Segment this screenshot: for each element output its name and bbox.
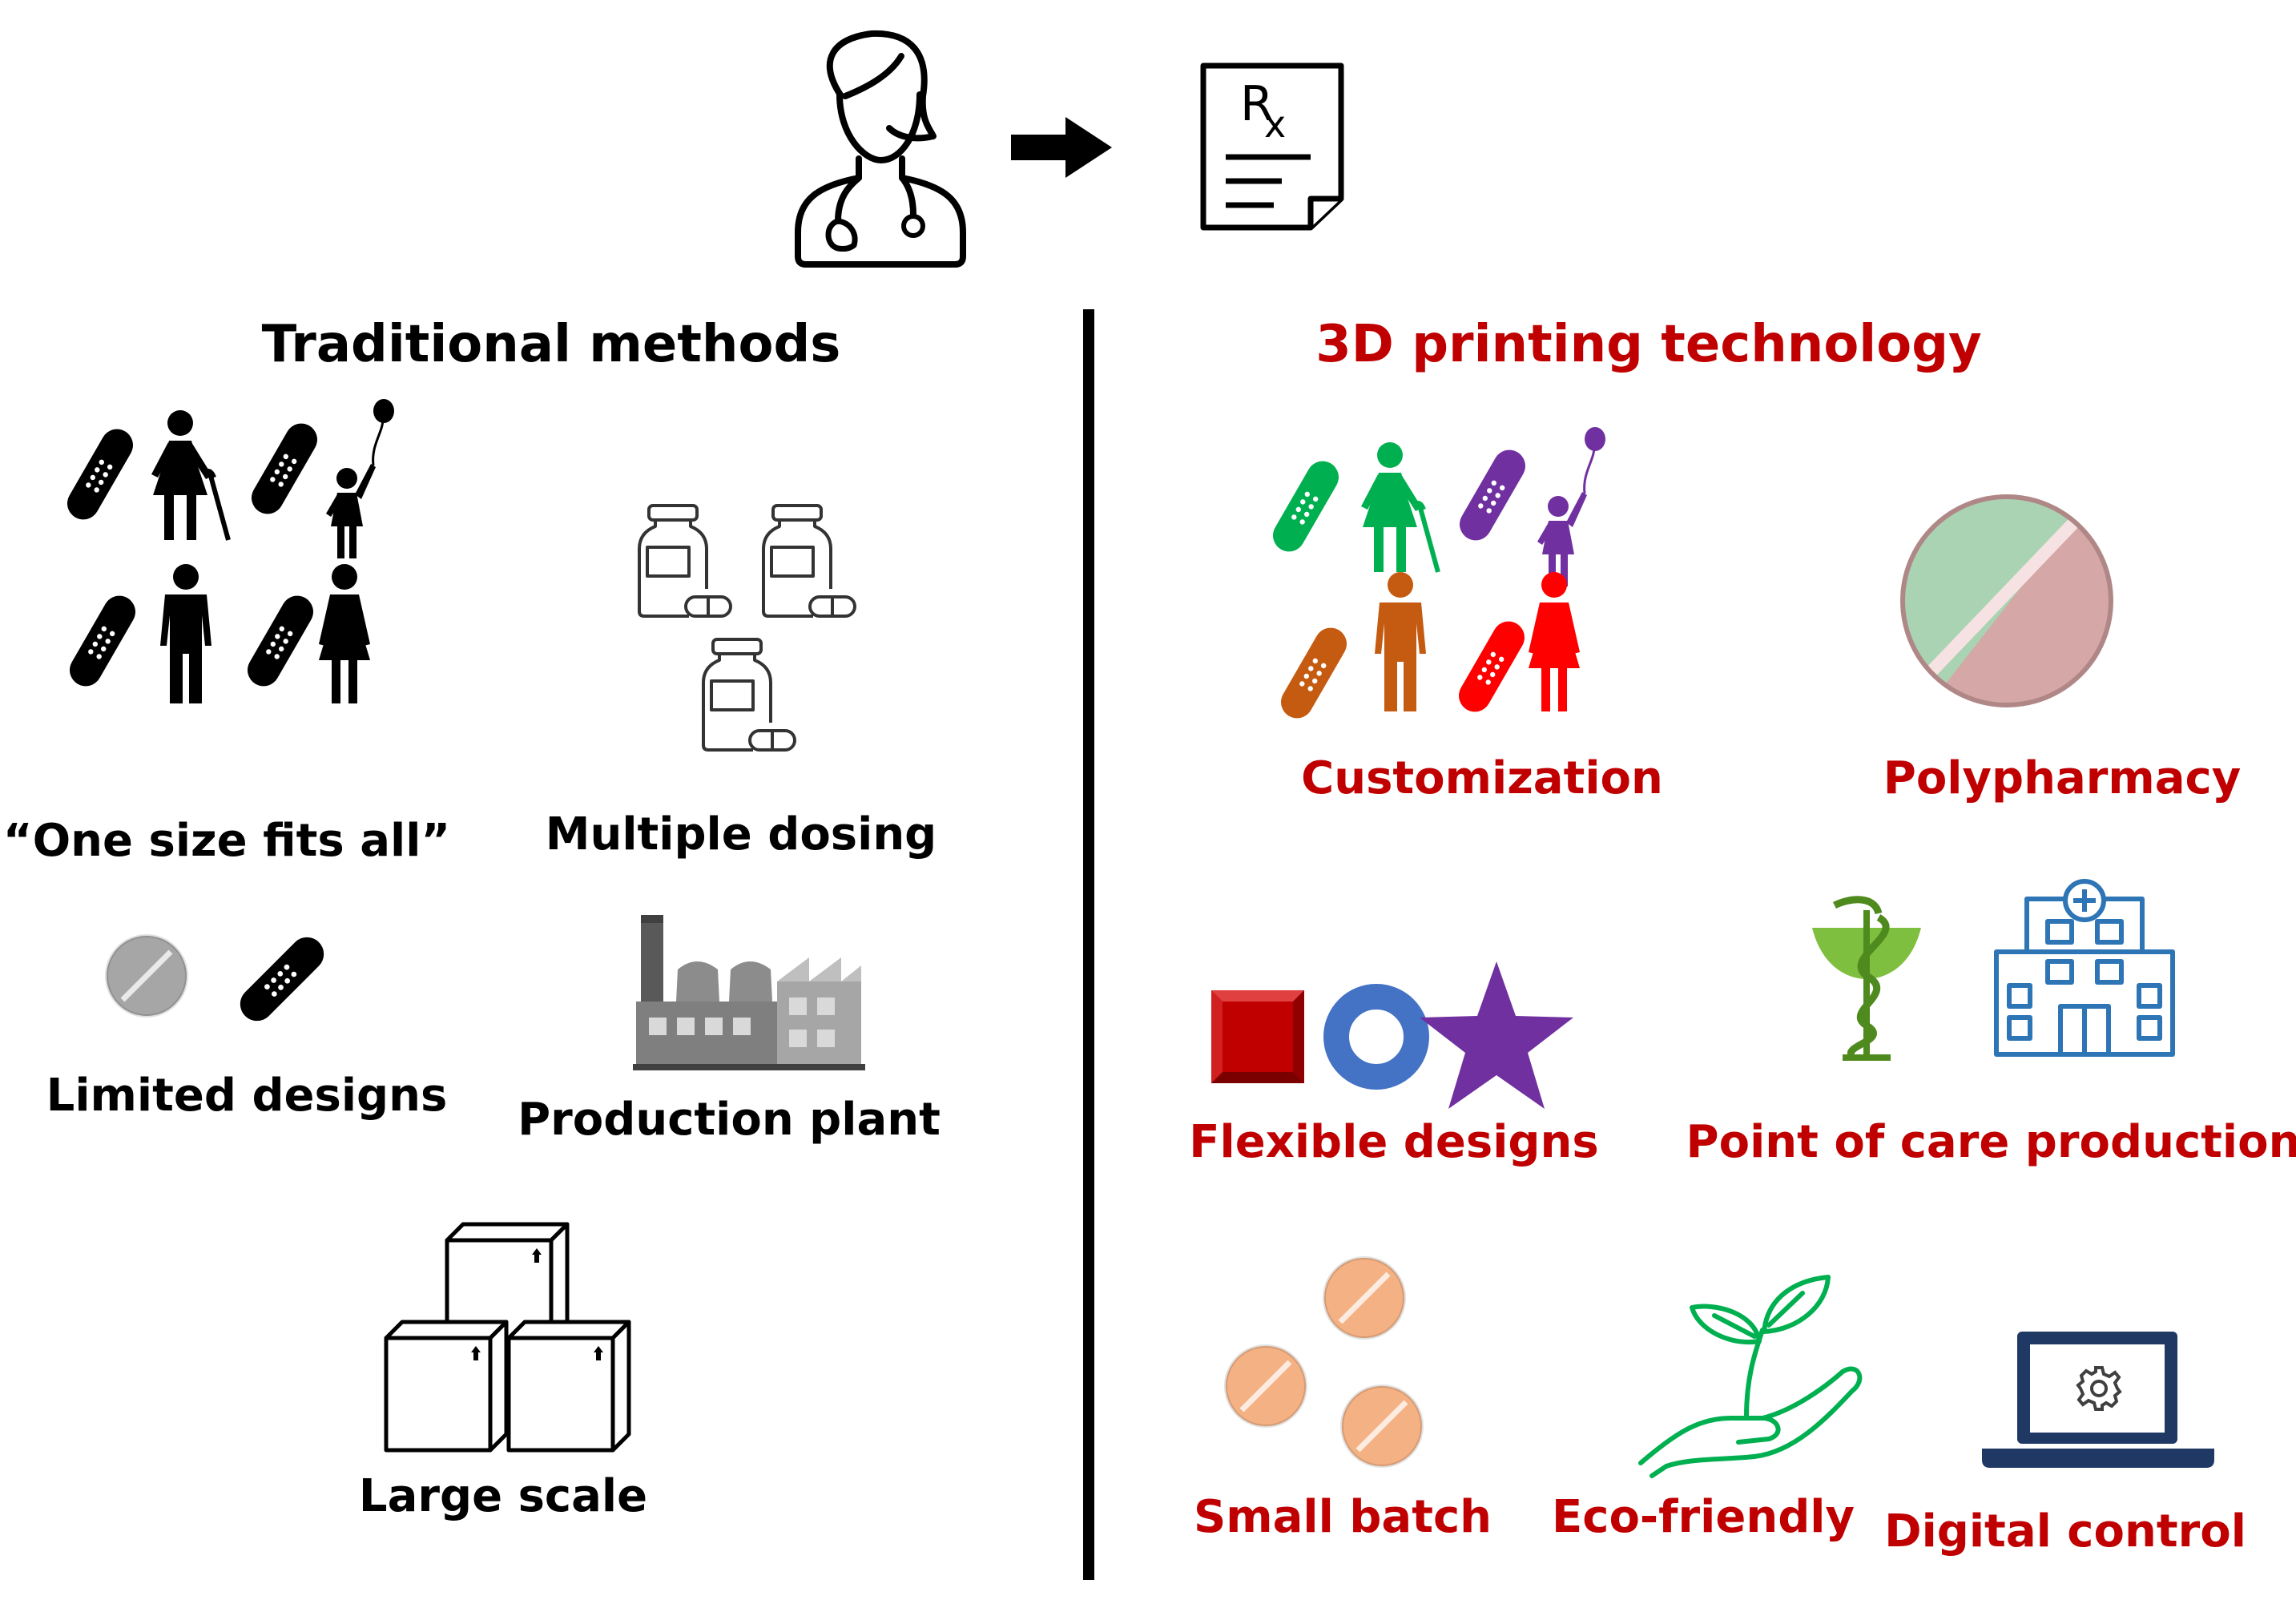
people-group-colored: [1267, 425, 1607, 724]
star-icon: [1420, 961, 1573, 1109]
limited-designs-icons: [107, 930, 331, 1028]
caption-digital-control: Digital control: [1884, 1505, 2246, 1558]
medicine-bottles: [638, 504, 856, 752]
laptop-gear-icon: [1982, 1332, 2214, 1468]
caption-multiple-dosing: Multiple dosing: [545, 808, 937, 860]
caption-eco-friendly: Eco-friendly: [1552, 1491, 1855, 1543]
factory-icon: [633, 915, 865, 1070]
heading-traditional-methods: Traditional methods: [261, 315, 841, 374]
rod-of-asclepius-icon: [1812, 896, 1921, 1061]
caption-limited-designs: Limited designs: [46, 1070, 448, 1122]
small-batch-tablets: [1226, 1258, 1422, 1466]
polypill-icon: [1900, 494, 2113, 707]
caption-customization: Customization: [1301, 752, 1663, 804]
flexible-shapes: [1211, 961, 1573, 1109]
rx-symbol-x: x: [1264, 103, 1287, 146]
caption-large-scale: Large scale: [358, 1470, 648, 1522]
caption-flexible-designs: Flexible designs: [1189, 1116, 1599, 1168]
hand-plant-icon: [1638, 1275, 1863, 1478]
square-icon: [1211, 990, 1304, 1083]
caption-small-batch: Small batch: [1193, 1491, 1492, 1543]
hospital-icon: [1994, 879, 2175, 1057]
caption-polypharmacy: Polypharmacy: [1883, 752, 2242, 804]
rx-symbol-r: R: [1240, 76, 1274, 132]
prescription-icon: [1200, 62, 1344, 231]
caption-production-plant: Production plant: [518, 1094, 941, 1146]
box-stack-icon: [386, 1224, 629, 1450]
arrow-right-icon: [1011, 117, 1112, 178]
doctor-icon: [795, 30, 966, 268]
caption-one-size-fits-all: “One size fits all”: [2, 815, 451, 867]
heading-3d-printing: 3D printing technology: [1315, 315, 1982, 374]
caption-point-of-care: Point of care production: [1686, 1116, 2296, 1168]
center-divider: [1083, 309, 1094, 1580]
ring-icon: [1323, 984, 1429, 1090]
people-group-black: [61, 397, 396, 703]
